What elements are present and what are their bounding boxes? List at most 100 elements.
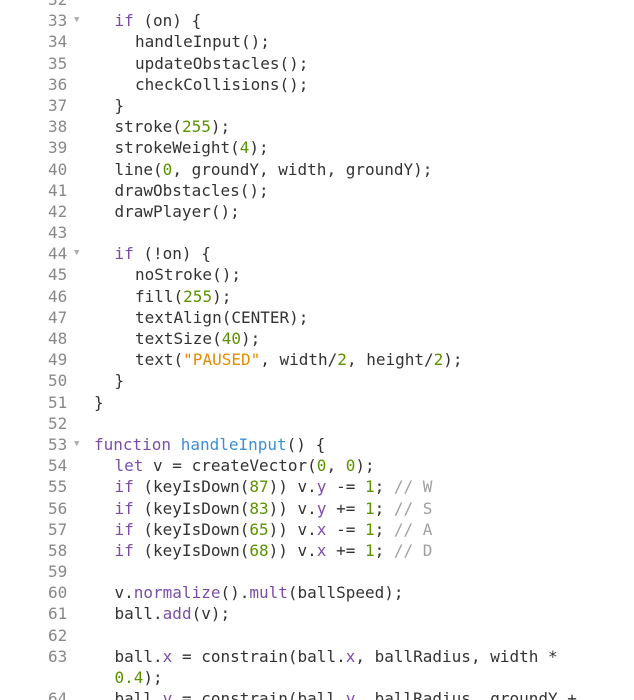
code-token: ); [143, 668, 163, 687]
code-token: let [114, 456, 144, 476]
fold-arrow-icon[interactable]: ▼ [74, 248, 80, 259]
code-text[interactable]: } [94, 95, 125, 116]
code-line[interactable]: 50} [0, 370, 634, 391]
line-number: 52 [48, 413, 68, 433]
line-gutter: 56 [0, 498, 70, 519]
code-text[interactable]: checkCollisions(); [94, 74, 308, 95]
code-token: , ballRadius, width * [355, 646, 558, 666]
code-line[interactable]: 56 if (keyIsDown(83)) v.y += 1; // S [0, 498, 634, 519]
fold-arrow-icon[interactable]: ▼ [74, 15, 80, 26]
line-gutter: 49 [0, 349, 70, 370]
code-token: 65 [249, 519, 269, 539]
code-line[interactable]: 44▼ if (!on) { [0, 243, 634, 264]
code-line[interactable]: 51} [0, 392, 634, 413]
code-token: updateObstacles(); [135, 53, 309, 73]
code-line[interactable]: 63 ball.x = constrain(ball.x, ballRadius,… [0, 646, 634, 667]
code-text[interactable]: updateObstacles(); [94, 53, 308, 74]
line-gutter: 43 [0, 222, 70, 243]
code-text[interactable]: stroke(255); [94, 116, 231, 137]
code-text[interactable]: 0.4); [94, 667, 163, 688]
line-number: 56 [48, 498, 68, 518]
code-text[interactable]: if (keyIsDown(87)) v.y -= 1; // W [94, 476, 433, 497]
code-line[interactable]: 0.4); [0, 667, 634, 688]
code-text[interactable]: ball.x = constrain(ball.x, ballRadius, w… [94, 646, 558, 667]
line-gutter: 40 [0, 159, 70, 180]
code-text[interactable]: noStroke(); [94, 264, 241, 285]
code-line[interactable]: 43 [0, 222, 634, 243]
code-token: y [316, 477, 327, 497]
code-token: (on) { [133, 11, 202, 31]
code-text[interactable]: handleInput(); [94, 31, 270, 52]
code-text[interactable]: function handleInput() { [94, 434, 325, 455]
code-line[interactable]: 33 ▼ if (on) { [0, 10, 634, 31]
code-token: } [114, 95, 125, 115]
code-line[interactable]: 64 ball.y = constrain(ball.y, ballRadius,… [0, 688, 634, 700]
code-text[interactable]: ball.add(v); [94, 603, 231, 624]
code-text[interactable]: if (on) { [94, 10, 202, 31]
code-text[interactable]: if (keyIsDown(65)) v.x -= 1; // A [94, 519, 433, 540]
code-line[interactable]: 37} [0, 95, 634, 116]
code-text[interactable]: drawPlayer(); [94, 201, 240, 222]
code-token: // W [393, 477, 433, 497]
fold-arrow-icon[interactable]: ▼ [74, 438, 80, 449]
line-number: 50 [48, 371, 68, 391]
line-gutter: 50 [0, 370, 70, 391]
code-text[interactable]: fill(255); [94, 286, 231, 307]
code-line[interactable]: 48 textSize(40); [0, 328, 634, 349]
code-line[interactable]: 40 line(0, groundY, width, groundY); [0, 159, 634, 180]
code-text[interactable]: text("PAUSED", width/2, height/2); [94, 349, 463, 370]
line-number: 33 [48, 11, 68, 31]
code-text[interactable]: } [94, 392, 104, 413]
code-text[interactable]: let v = createVector(0, 0); [94, 455, 375, 476]
code-text[interactable]: textSize(40); [94, 328, 260, 349]
code-line[interactable]: 32 [0, 0, 634, 10]
line-number: 32 [48, 0, 67, 10]
code-line[interactable]: 62 [0, 625, 634, 646]
code-text[interactable]: if (!on) { [94, 243, 211, 264]
code-token: if [114, 540, 134, 560]
code-text[interactable]: textAlign(CENTER); [94, 307, 308, 328]
code-line[interactable]: 52 [0, 413, 634, 434]
code-line[interactable]: 39 strokeWeight(4); [0, 137, 634, 158]
code-token: , [326, 456, 346, 476]
code-token: 0 [162, 159, 173, 179]
line-gutter: 44▼ [0, 243, 79, 264]
line-number: 36 [48, 74, 68, 94]
code-line[interactable]: 45 noStroke(); [0, 264, 634, 285]
code-text[interactable]: v.normalize().mult(ballSpeed); [94, 582, 404, 603]
line-number: 62 [48, 625, 68, 645]
code-token: drawObstacles(); [114, 180, 269, 200]
code-line[interactable]: 49 text("PAUSED", width/2, height/2); [0, 349, 634, 370]
code-text[interactable]: ball.y = constrain(ball.y, ballRadius, g… [94, 688, 577, 700]
code-token: 4 [239, 138, 250, 158]
code-text[interactable]: if (keyIsDown(68)) v.x += 1; // D [94, 540, 433, 561]
code-text[interactable]: if (keyIsDown(83)) v.y += 1; // S [94, 498, 433, 519]
code-line[interactable]: 36 checkCollisions(); [0, 74, 634, 95]
code-line[interactable]: 59 [0, 561, 634, 582]
line-number: 39 [48, 138, 68, 158]
line-gutter: 45 [0, 264, 70, 285]
code-text[interactable]: drawObstacles(); [94, 180, 269, 201]
code-line[interactable]: 53▼function handleInput() { [0, 434, 634, 455]
line-number: 63 [48, 646, 68, 666]
code-text[interactable]: } [94, 370, 125, 391]
line-number: 48 [48, 329, 68, 348]
code-text[interactable]: strokeWeight(4); [94, 137, 269, 158]
code-text[interactable]: line(0, groundY, width, groundY); [94, 159, 433, 180]
line-gutter: 64 [0, 688, 70, 700]
